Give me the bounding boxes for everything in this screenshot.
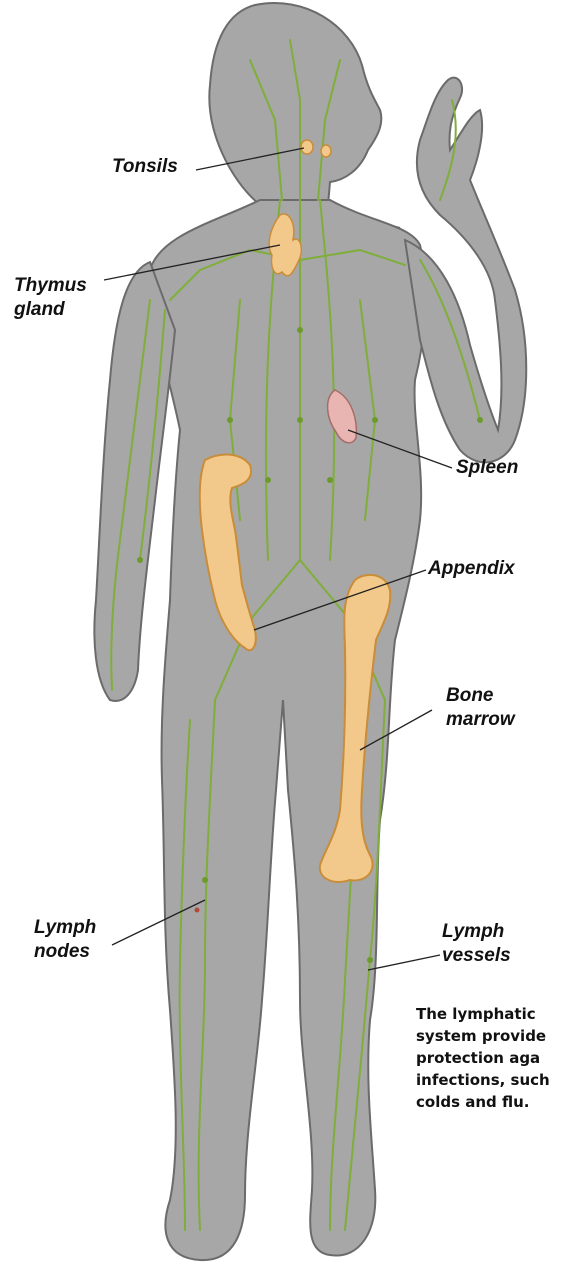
label-appendix: Appendix [428,557,515,580]
label-marrow: marrow [446,708,515,731]
caption-text: The lymphatic system provide protection … [416,1003,564,1113]
lymph-node-spot [195,908,200,913]
head [209,3,400,228]
right-arm [405,78,526,463]
label-bone: Bone [446,684,494,707]
label-tonsils: Tonsils [112,155,178,178]
label-spleen: Spleen [456,456,518,479]
label-thymus: Thymus [14,274,87,297]
label-lymph-nodes-1: Lymph [34,916,96,939]
label-lymph-vessels-1: Lymph [442,920,504,943]
label-lymph-vessels-2: vessels [442,944,511,967]
label-lymph-nodes-2: nodes [34,940,90,963]
label-gland: gland [14,298,65,321]
